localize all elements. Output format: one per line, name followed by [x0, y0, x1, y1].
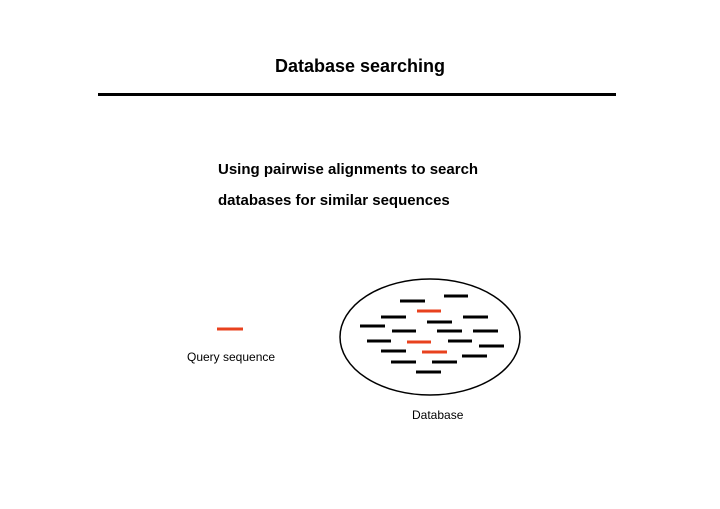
subtitle-line-1: Using pairwise alignments to search: [218, 161, 479, 178]
slide-subtitle: Using pairwise alignments to search data…: [218, 154, 618, 216]
database-ellipse: [339, 278, 521, 396]
title-divider: [98, 93, 616, 96]
database-sequences: [360, 294, 504, 374]
query-sequence-label: Query sequence: [187, 350, 276, 364]
database-label: Database: [412, 408, 464, 422]
subtitle-line-2: databases for similar sequences: [218, 192, 450, 209]
slide-title: Database searching: [274, 56, 446, 76]
